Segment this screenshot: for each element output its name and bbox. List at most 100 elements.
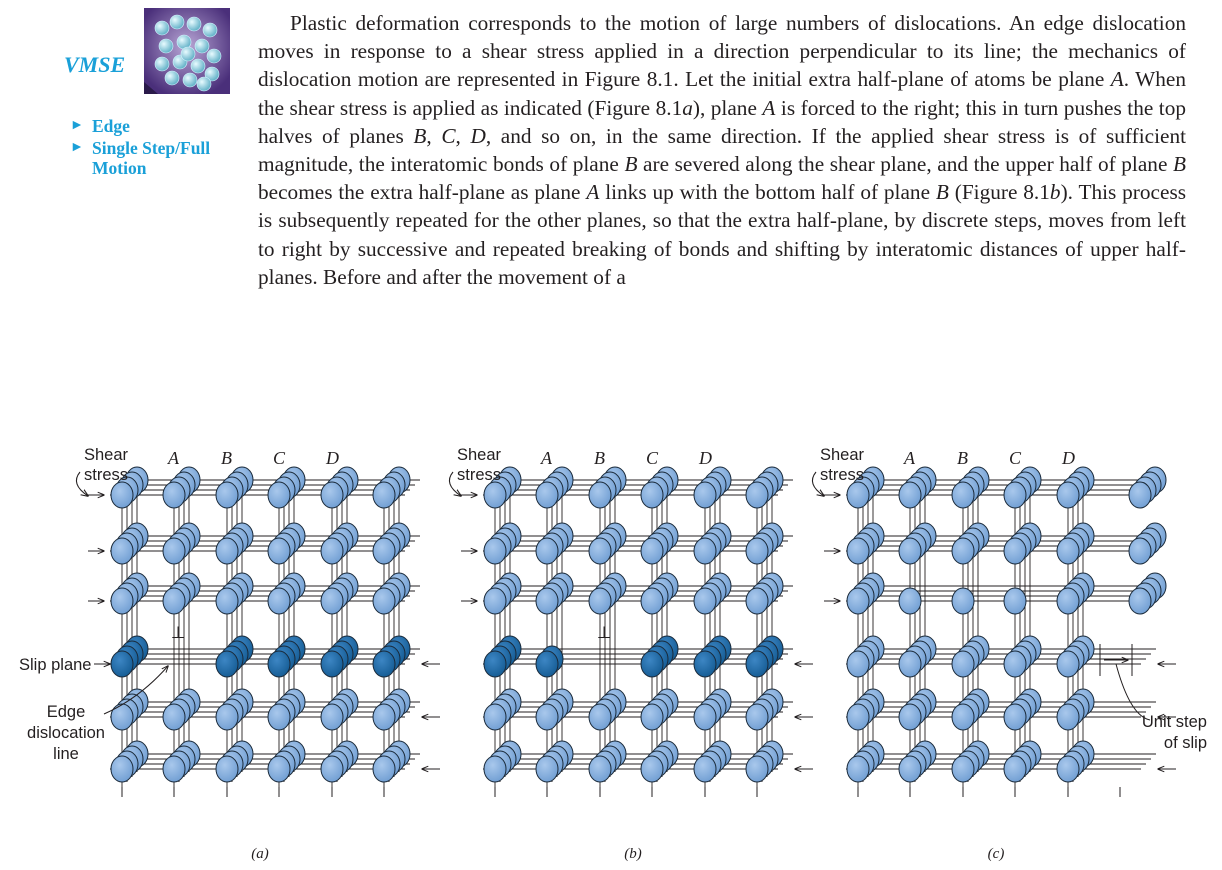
plane-label-a: A — [540, 448, 553, 468]
atom — [535, 650, 559, 678]
atom — [846, 755, 870, 783]
atom — [483, 650, 507, 678]
vmse-tag: VMSE — [64, 52, 126, 77]
atom — [588, 755, 612, 783]
atom — [215, 587, 239, 615]
atom — [215, 481, 239, 509]
atom — [640, 650, 664, 678]
atom — [483, 755, 507, 783]
link-label: Single Step/Full Motion — [92, 138, 211, 178]
atom — [1056, 755, 1080, 783]
atom — [267, 587, 291, 615]
atom — [110, 755, 134, 783]
atom — [267, 650, 291, 678]
atom — [267, 703, 291, 731]
atom — [110, 481, 134, 509]
atom — [1003, 703, 1027, 731]
atom — [215, 650, 239, 678]
atom — [588, 703, 612, 731]
atom — [745, 703, 769, 731]
atom — [898, 650, 922, 678]
atom — [640, 703, 664, 731]
atom — [1128, 537, 1152, 565]
atom — [1128, 587, 1152, 615]
atom — [483, 587, 507, 615]
atom — [535, 587, 559, 615]
vmse-link-single-step[interactable]: ► Single Step/Full Motion — [70, 138, 260, 178]
atom — [693, 481, 717, 509]
atom — [372, 481, 396, 509]
plane-label-d: D — [1061, 448, 1075, 468]
edge-dislocation-arrow — [103, 666, 168, 715]
atom — [535, 537, 559, 565]
atom — [320, 650, 344, 678]
atom — [162, 755, 186, 783]
atom — [898, 481, 922, 509]
atom — [162, 481, 186, 509]
atom — [898, 537, 922, 565]
atom — [215, 703, 239, 731]
shear-arrow — [75, 471, 88, 496]
atom — [745, 650, 769, 678]
dislocation-symbol: ⊥ — [597, 624, 611, 642]
atom — [1003, 481, 1027, 509]
atom — [215, 537, 239, 565]
atom — [483, 703, 507, 731]
atom — [372, 755, 396, 783]
atom — [162, 537, 186, 565]
shear-label: Shear — [84, 448, 129, 464]
atom — [267, 755, 291, 783]
atom — [588, 537, 612, 565]
atom — [693, 537, 717, 565]
shear-label: stress — [820, 466, 864, 484]
vmse-crystal-icon[interactable] — [142, 6, 232, 96]
atom — [372, 650, 396, 678]
panel-caption: (a) — [251, 846, 269, 862]
atom — [1128, 481, 1152, 509]
atom — [267, 481, 291, 509]
unit-step-label: Unit step — [1142, 713, 1207, 731]
atom — [1056, 703, 1080, 731]
atom — [588, 587, 612, 615]
edge-dislocation-label: Edge — [47, 703, 86, 721]
atom — [951, 481, 975, 509]
shear-arrow — [448, 471, 461, 496]
shear-label: stress — [84, 466, 128, 484]
atom — [846, 650, 870, 678]
atom — [745, 537, 769, 565]
atom — [535, 481, 559, 509]
atom — [951, 587, 975, 615]
shear-label: Shear — [820, 448, 865, 464]
atom — [951, 703, 975, 731]
panel-caption: (b) — [624, 846, 642, 862]
atom — [693, 703, 717, 731]
atom — [745, 587, 769, 615]
atom — [640, 755, 664, 783]
atom — [110, 650, 134, 678]
atom — [483, 537, 507, 565]
atom — [640, 537, 664, 565]
atom — [215, 755, 239, 783]
edge-dislocation-label: line — [53, 745, 79, 763]
atom — [898, 703, 922, 731]
vmse-link-edge[interactable]: ► Edge — [70, 116, 260, 136]
body-paragraph: Plastic deformation corresponds to the m… — [258, 9, 1186, 291]
dislocation-symbol: ⊥ — [171, 624, 185, 642]
plane-label-a: A — [903, 448, 916, 468]
atom — [846, 537, 870, 565]
link-label: Edge — [92, 116, 130, 136]
shear-label: stress — [457, 466, 501, 484]
atom — [110, 537, 134, 565]
atom — [110, 703, 134, 731]
atom — [535, 755, 559, 783]
atom — [372, 587, 396, 615]
plane-label-b: B — [594, 448, 605, 468]
atom — [693, 650, 717, 678]
unit-step-label: of slip — [1164, 734, 1207, 752]
atom — [640, 587, 664, 615]
triangle-icon: ► — [70, 118, 84, 133]
